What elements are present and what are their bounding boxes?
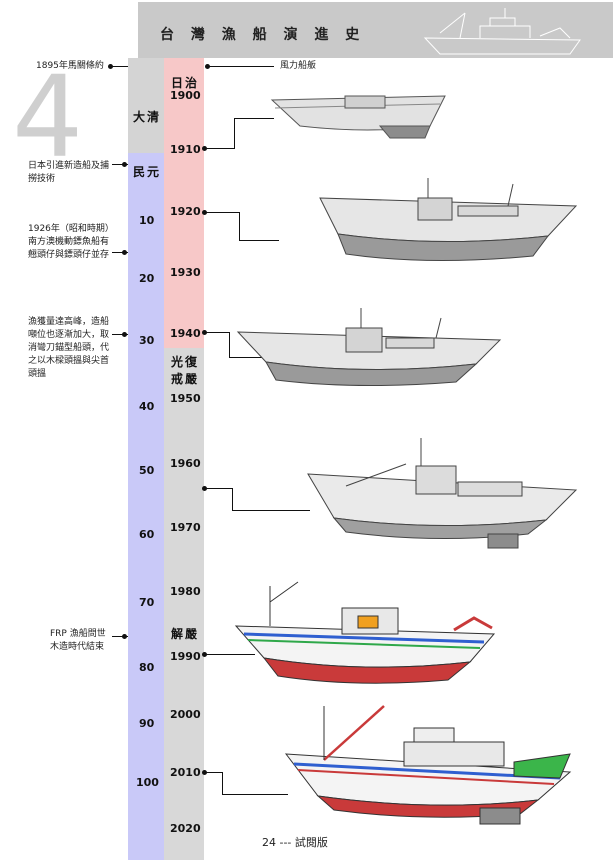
connector <box>112 66 128 67</box>
boat-1940-icon <box>236 308 502 387</box>
boat-1920-icon <box>319 178 578 262</box>
connector <box>232 510 310 511</box>
era-label-minguo: 民元 <box>133 165 162 179</box>
connector <box>112 252 128 253</box>
japan-era-band <box>164 58 204 348</box>
minguo-year: 20 <box>139 272 155 285</box>
western-year: 2010 <box>170 766 201 779</box>
connector <box>205 148 235 149</box>
minguo-year: 10 <box>139 214 155 227</box>
minguo-era-band <box>128 153 164 860</box>
connector <box>239 212 240 241</box>
header-bar <box>138 2 613 58</box>
western-year: 2000 <box>170 708 201 721</box>
connector <box>205 332 230 333</box>
boat-1990-icon <box>234 581 496 684</box>
connector-dot <box>122 332 127 337</box>
connector <box>229 357 274 358</box>
connector-dot <box>202 210 207 215</box>
western-year: 1930 <box>170 266 201 279</box>
era-label-lift-martial-law: 解嚴 <box>171 627 200 641</box>
page-title: 台 灣 漁 船 演 進 史 <box>160 27 366 43</box>
connector <box>239 240 279 241</box>
minguo-year: 100 <box>136 776 159 789</box>
western-year: 1970 <box>170 521 201 534</box>
connector-dot <box>122 634 127 639</box>
minguo-year: 40 <box>139 400 155 413</box>
western-year: 1950 <box>170 392 201 405</box>
connector-dot <box>202 652 207 657</box>
connector-dot <box>202 770 207 775</box>
connector-dot <box>108 64 113 69</box>
minguo-year: 80 <box>139 661 155 674</box>
connector <box>234 118 274 119</box>
connector <box>112 334 128 335</box>
connector <box>205 212 240 213</box>
connector <box>234 118 235 149</box>
connector <box>112 636 128 637</box>
page-footer: 24 --- 試閱版 <box>262 836 328 849</box>
connector <box>222 772 223 795</box>
connector-dot <box>205 64 210 69</box>
connector-dot <box>122 250 127 255</box>
connector <box>229 332 230 358</box>
western-year: 1940 <box>170 327 201 340</box>
connector-dot <box>202 146 207 151</box>
boat-1960-icon <box>307 438 578 549</box>
connector <box>205 488 233 489</box>
connector <box>205 654 255 655</box>
header-boat-icon <box>423 8 581 55</box>
western-year: 2020 <box>170 822 201 835</box>
connector <box>208 66 274 67</box>
western-year: 1980 <box>170 585 201 598</box>
qing-era-band <box>128 58 164 153</box>
era-label-jieyan: 戒嚴 <box>171 372 200 386</box>
connector <box>112 164 128 165</box>
connector <box>232 488 233 511</box>
western-year: 1990 <box>170 650 201 663</box>
connector-dot <box>122 162 127 167</box>
note-japan-tech: 日本引進新造船及捕撈技術 <box>28 161 110 184</box>
minguo-year: 60 <box>139 528 155 541</box>
western-year: 1920 <box>170 205 201 218</box>
minguo-year: 30 <box>139 334 155 347</box>
era-label-guangfu: 光復 <box>171 355 200 369</box>
note-treaty: 1895年馬關條約 <box>36 61 104 71</box>
connector <box>205 772 223 773</box>
note-wind-boat: 風力船舨 <box>280 61 317 71</box>
boat-2010-icon <box>284 705 572 825</box>
minguo-year: 90 <box>139 717 155 730</box>
era-label-qing: 大清 <box>133 110 162 124</box>
note-1926: 1926年（昭和時期）南方澳機動鏢魚船有翹頭仔與鏢頭仔並存 <box>28 224 110 260</box>
connector-dot <box>202 330 207 335</box>
postwar-era-band <box>164 348 204 860</box>
minguo-year: 70 <box>139 596 155 609</box>
western-year: 1960 <box>170 457 201 470</box>
chapter-number: 4 <box>12 53 84 183</box>
minguo-year: 50 <box>139 464 155 477</box>
western-year: 1910 <box>170 143 201 156</box>
connector <box>222 794 288 795</box>
western-year: 1900 <box>170 89 201 102</box>
note-peak: 漁獲量達高峰，造船噸位也逐漸加大，取消彎刀錨型船頭，代之以木樑頭搵與尖首頭搵 <box>28 317 110 379</box>
connector-dot <box>202 486 207 491</box>
era-label-japan: 日治 <box>171 76 200 90</box>
note-frp: FRP 漁船問世木造時代結束 <box>50 629 106 652</box>
boat-1900-icon <box>270 95 446 139</box>
